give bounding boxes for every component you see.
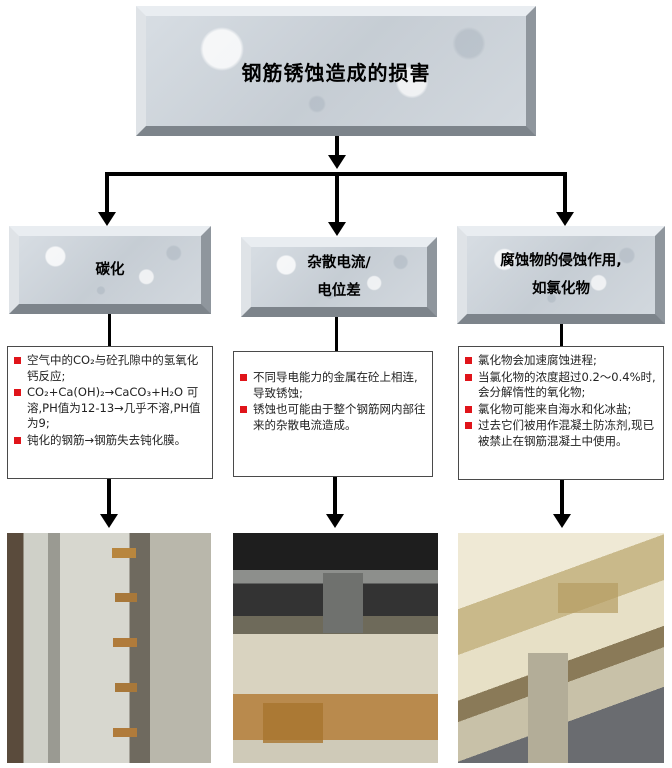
- arrow-photo1-down: [100, 514, 118, 528]
- bullet-square-icon: [14, 436, 21, 444]
- detail-box-carbonation: 空气中的CO₂与砼孔隙中的氢氧化钙反应; CO₂+Ca(OH)₂→CaCO₃+H…: [7, 346, 213, 479]
- list-item: 不同导电能力的金属在砼上相连,导致锈蚀;: [240, 370, 426, 401]
- connector-title-stem: [335, 136, 339, 158]
- list-item: 过去它们被用作混凝土防冻剂,现已被禁止在钢筋混凝土中使用。: [465, 418, 657, 449]
- diagram-title: 钢筋锈蚀造成的损害: [241, 60, 431, 85]
- detail-box-stray-current: 不同导电能力的金属在砼上相连,导致锈蚀; 锈蚀也可能由于整个钢筋网内部往来的杂散…: [233, 351, 433, 477]
- connector-text2-photo: [333, 477, 337, 517]
- list-item: 空气中的CO₂与砼孔隙中的氢氧化钙反应;: [14, 353, 206, 384]
- category-chloride: 腐蚀物的侵蚀作用, 如氯化物: [457, 226, 665, 324]
- list-item: 锈蚀也可能由于整个钢筋网内部往来的杂散电流造成。: [240, 402, 426, 433]
- category-label: 碳化: [95, 262, 125, 278]
- arrow-mid-down: [328, 222, 346, 236]
- spalled-ceiling-photo: [458, 533, 664, 763]
- rust-stain: [112, 548, 136, 558]
- list-item: 当氯化物的浓度超过0.2～0.4%时,会分解惰性的氧化物;: [465, 370, 657, 401]
- connector-cat3-text: [560, 324, 563, 346]
- arrow-title-down: [328, 155, 346, 169]
- arrow-photo3-down: [553, 514, 571, 528]
- connector-cat2-text: [335, 317, 338, 351]
- title-box: 钢筋锈蚀造成的损害: [136, 6, 536, 136]
- rust-streak: [263, 703, 323, 743]
- detail-box-chloride: 氯化物会加速腐蚀进程; 当氯化物的浓度超过0.2～0.4%时,会分解惰性的氧化物…: [458, 346, 664, 480]
- bullet-square-icon: [14, 357, 21, 364]
- list-item: 钝化的钢筋→钢筋失去钝化膜。: [14, 433, 206, 449]
- connector-left-drop: [105, 172, 109, 216]
- arrow-left-down: [98, 212, 116, 226]
- rust-stain: [115, 683, 137, 692]
- rust-stain: [558, 583, 618, 613]
- arrow-right-down: [556, 212, 574, 226]
- list-item: 氯化物会加速腐蚀进程;: [465, 353, 657, 369]
- connector-text1-photo: [107, 479, 111, 517]
- connector-text3-photo: [560, 480, 564, 517]
- column: [528, 653, 568, 763]
- bullet-square-icon: [465, 373, 472, 381]
- support-bracket: [323, 573, 363, 633]
- bullet-square-icon: [14, 389, 21, 396]
- rust-stain: [113, 638, 137, 647]
- bullet-square-icon: [465, 405, 472, 413]
- rust-stain: [113, 728, 137, 737]
- connector-cat1-text: [108, 314, 111, 346]
- category-label: 腐蚀物的侵蚀作用, 如氯化物: [500, 253, 622, 297]
- rust-stain: [115, 593, 137, 602]
- list-item: CO₂+Ca(OH)₂→CaCO₃+H₂O 可溶,PH值为12-13→几乎不溶,…: [14, 385, 206, 432]
- category-label: 杂散电流/ 电位差: [307, 255, 371, 299]
- connector-mid-drop: [335, 172, 339, 226]
- list-item: 氯化物可能来自海水和化冰盐;: [465, 402, 657, 418]
- bullet-square-icon: [465, 357, 472, 364]
- bullet-square-icon: [240, 406, 247, 413]
- bullet-square-icon: [240, 374, 247, 381]
- stained-slab-photo: [233, 533, 438, 763]
- bullet-square-icon: [465, 422, 472, 429]
- category-carbonation: 碳化: [9, 226, 211, 314]
- connector-right-drop: [563, 172, 567, 216]
- category-stray-current: 杂散电流/ 电位差: [241, 237, 437, 317]
- arrow-photo2-down: [326, 514, 344, 528]
- corroded-column-photo: [7, 533, 211, 763]
